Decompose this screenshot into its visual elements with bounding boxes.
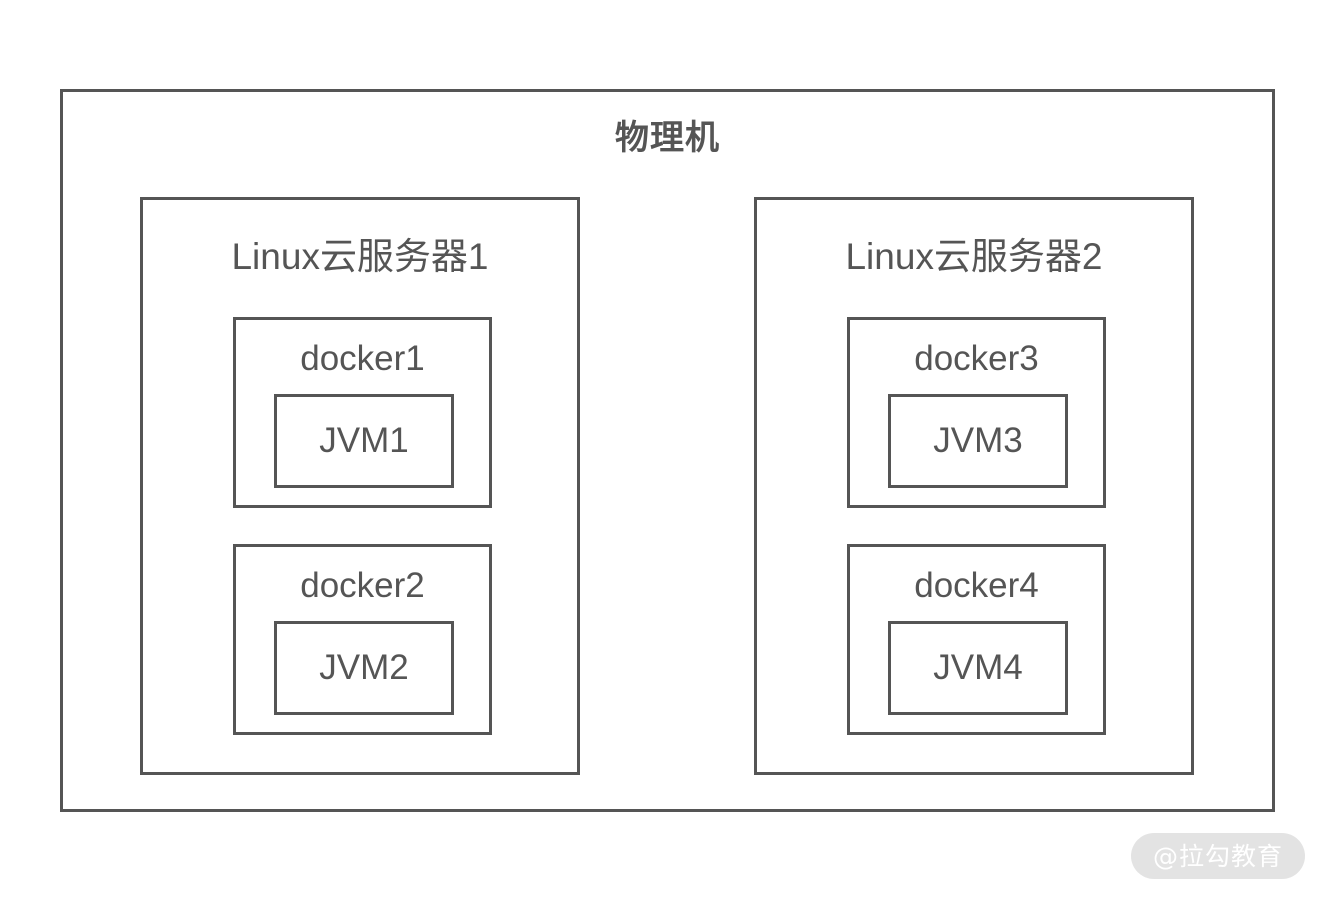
docker-box-3: docker3 JVM3: [847, 317, 1106, 508]
jvm-label-2: JVM2: [319, 647, 409, 687]
docker-title-2: docker2: [300, 566, 425, 605]
docker-title-3: docker3: [914, 339, 1039, 378]
physical-machine-title: 物理机: [615, 119, 720, 157]
server-title-2: Linux云服务器2: [845, 236, 1103, 277]
docker-title-1: docker1: [300, 339, 425, 378]
jvm-box-3: JVM3: [888, 394, 1068, 488]
jvm-label-3: JVM3: [933, 420, 1023, 460]
server-title-1: Linux云服务器1: [231, 236, 489, 277]
jvm-box-1: JVM1: [274, 394, 454, 488]
watermark-badge: @拉勾教育: [1131, 833, 1305, 879]
watermark-text: @拉勾教育: [1152, 841, 1283, 871]
server-box-2: Linux云服务器2 docker3 JVM3 docker4 JVM4: [754, 197, 1194, 775]
docker-box-4: docker4 JVM4: [847, 544, 1106, 735]
jvm-box-4: JVM4: [888, 621, 1068, 715]
jvm-label-4: JVM4: [933, 647, 1023, 687]
docker-box-2: docker2 JVM2: [233, 544, 492, 735]
server-box-1: Linux云服务器1 docker1 JVM1 docker2 JVM2: [140, 197, 580, 775]
docker-title-4: docker4: [914, 566, 1039, 605]
docker-box-1: docker1 JVM1: [233, 317, 492, 508]
jvm-label-1: JVM1: [319, 420, 409, 460]
physical-machine-box: 物理机 Linux云服务器1 docker1 JVM1 docker2 JVM2…: [60, 89, 1275, 812]
jvm-box-2: JVM2: [274, 621, 454, 715]
